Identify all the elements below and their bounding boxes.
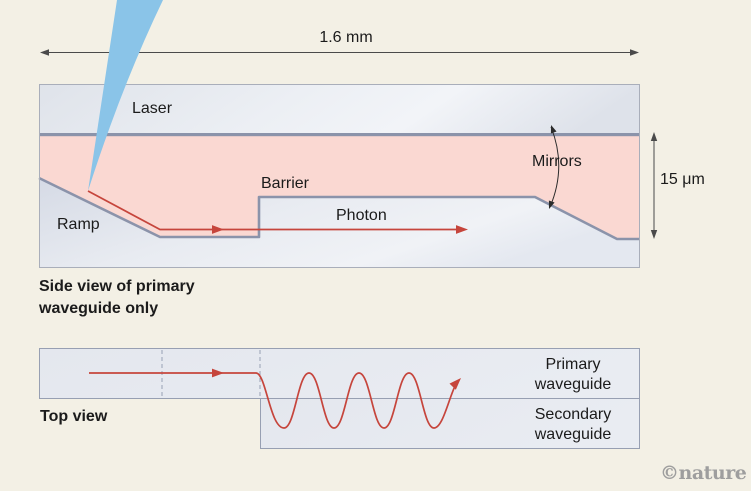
ramp-label: Ramp	[57, 216, 100, 233]
side-view-caption: Side view of primary waveguide only	[39, 278, 195, 317]
side-view-outline	[39, 84, 640, 268]
arrowhead-down-icon	[548, 200, 555, 209]
top-view-caption: Top view	[40, 408, 108, 425]
primary-waveguide-label: Primary waveguide	[534, 356, 612, 393]
arrowhead-left-icon	[40, 49, 49, 56]
laser-label: Laser	[132, 100, 173, 117]
arrowhead-up-icon	[650, 132, 658, 141]
height-dimension-arrow	[650, 132, 658, 239]
arrowhead-right-icon	[630, 49, 639, 56]
laser-mirror-interface	[39, 133, 640, 137]
photon-path-side	[87, 190, 468, 234]
photon-label: Photon	[336, 207, 387, 224]
laser-layer	[39, 84, 640, 133]
arrowhead-up-right-icon	[449, 378, 461, 390]
mirrors-label: Mirrors	[532, 153, 582, 170]
secondary-waveguide-label: Secondary waveguide	[534, 406, 612, 443]
arrowhead-down-icon	[650, 230, 658, 239]
arrowhead-right-icon	[456, 225, 468, 234]
width-dimension-label: 1.6 mm	[319, 29, 373, 46]
substrate-top-border	[38, 176, 640, 241]
height-dimension-label: 15 μm	[660, 171, 705, 188]
laser-beam-needle	[88, 0, 163, 191]
arrowhead-right-icon	[212, 368, 224, 378]
arrowhead-right-icon	[212, 225, 224, 234]
substrate-ramp-layer	[39, 178, 640, 268]
mirrors-arc-arrow	[548, 125, 560, 209]
nature-watermark: ©nature	[660, 462, 747, 484]
barrier-label: Barrier	[261, 175, 310, 192]
width-dimension-arrow	[40, 49, 639, 56]
photon-path-top	[89, 368, 461, 429]
arrowhead-up-icon	[550, 125, 557, 134]
